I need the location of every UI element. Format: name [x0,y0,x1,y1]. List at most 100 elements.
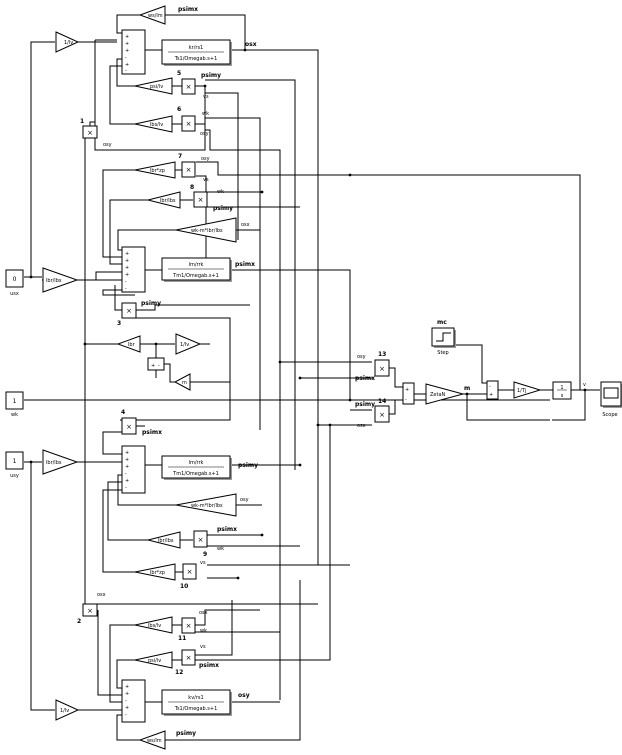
top-feedback-label: psimx [178,6,198,13]
svg-text:ZetaN: ZetaN [430,392,446,398]
svg-text:-: - [125,68,127,74]
gain-m-center[interactable]: m [173,373,191,391]
svg-text:+: + [125,464,129,470]
gain-top-feedback[interactable]: ws/lm [138,5,166,25]
svg-text:lbr/lbs: lbr/lbs [46,278,62,284]
mult-4[interactable]: × [121,417,137,435]
svg-text:lbr/lbs: lbr/lbs [158,538,174,544]
sum-bottom[interactable]: ++ -+ - [121,679,146,723]
svg-text:ws/lm: ws/lm [148,13,163,19]
gain-zeta[interactable]: ZetaN [425,383,465,405]
gain-6[interactable]: lbs/lv [134,115,173,133]
mult-13[interactable]: × [374,359,390,377]
mult-14[interactable]: × [374,405,390,423]
svg-text:osx: osx [97,592,106,598]
gain-7[interactable]: lbr*zp [134,161,176,179]
svg-text:Tm1/Omegab.s+1: Tm1/Omegab.s+1 [172,471,219,477]
sum-top[interactable]: ++ +- +- [121,29,146,75]
sum-mechanical[interactable]: -+ [486,380,499,400]
svg-text:+: + [125,258,129,264]
svg-text:×: × [379,411,385,419]
integrator[interactable]: 1 s [552,381,572,400]
svg-text:1: 1 [560,385,563,391]
svg-text:lm/rrk: lm/rrk [189,262,204,268]
mult-1[interactable]: × [82,125,98,139]
mult-8[interactable]: × [193,191,208,208]
gain-12[interactable]: psi/lv [134,651,173,669]
gain-lower-in[interactable]: lbr/lbs [42,449,79,475]
transfer-fn-upper[interactable]: lm/rrk Tm1/Omegab.s+1 [161,257,232,282]
source-u0[interactable]: 0 usx [5,269,24,297]
mult-10[interactable]: × [182,563,197,580]
step-caption: Step [437,350,448,356]
sum-lower-mid[interactable]: ++ +- +- [121,445,146,494]
svg-text:s: s [561,393,564,399]
bottom-out-label: osy [238,692,250,699]
gain-long-lower[interactable]: wk-m*lbr/lbs [175,493,237,517]
svg-text:1/lv: 1/lv [60,708,69,714]
mult-5[interactable]: × [181,78,196,95]
svg-text:+: + [125,478,129,484]
svg-text:+: + [125,705,129,711]
source-wk[interactable]: 1 wk [5,391,24,418]
gain-5[interactable]: psi/lv [134,77,173,95]
mult-7[interactable]: × [181,161,196,178]
source-u1[interactable]: 1 usy [5,451,24,479]
svg-text:×: × [198,196,204,204]
svg-text:vs: vs [203,94,209,100]
source-u0-label: usx [10,291,19,297]
mult-2[interactable]: × [82,603,98,617]
mult-12[interactable]: × [181,649,196,666]
svg-text:+: + [151,363,155,369]
sum-center[interactable]: +- [147,357,165,371]
svg-text:wk-m*lbr/lbs: wk-m*lbr/lbs [191,228,223,234]
gain-upper-in[interactable]: lbr/lbs [42,267,79,293]
svg-text:-: - [125,471,127,477]
gain-inv-lv[interactable]: 1/lv [175,333,202,355]
svg-text:osx: osx [199,610,208,616]
gain-tj[interactable]: 1/Tj [513,381,542,399]
svg-text:×: × [379,365,385,373]
svg-text:wk: wk [217,546,224,552]
gain-8[interactable]: lbr/lbs [147,191,181,209]
mult-5-label: psimy [201,72,221,79]
sum-torque[interactable]: +- [402,382,415,405]
svg-text:+: + [489,392,493,398]
svg-text:Ts1/Omegab.s+1: Ts1/Omegab.s+1 [174,706,218,712]
mult-6-number: 6 [177,106,181,113]
svg-text:lbr*zp: lbr*zp [150,570,165,576]
svg-text:lbs/lv: lbs/lv [148,623,161,629]
mult-14-label: psimy [355,401,375,408]
step-block[interactable] [431,327,456,348]
gain-bottom-feedback[interactable]: ws/lm [138,730,166,750]
gain-long-upper[interactable]: wk-m*lbr/lbs [175,217,237,243]
gain-11[interactable]: lbs/lv [134,616,173,634]
gain-lbr[interactable]: lbr [116,335,141,353]
svg-text:+: + [125,48,129,54]
mult-11[interactable]: × [181,617,196,634]
mult-6[interactable]: × [181,115,196,132]
svg-text:-: - [125,698,127,704]
svg-text:+: + [125,684,129,690]
gain-9[interactable]: lbr/lbs [147,531,181,549]
svg-text:×: × [87,129,93,137]
svg-text:×: × [187,568,193,576]
svg-text:-: - [405,397,407,403]
gain-10[interactable]: lbr*zp [134,563,176,581]
svg-text:vs: vs [200,560,206,566]
transfer-fn-top[interactable]: kr/rs1 Ts1/Omegab.s+1 [161,39,232,66]
svg-text:+: + [125,457,129,463]
transfer-fn-bottom[interactable]: kv/rs1 Ts1/Omegab.s+1 [161,689,232,716]
svg-text:+: + [125,691,129,697]
mult-9[interactable]: × [193,530,208,548]
svg-text:+: + [125,272,129,278]
scope-block[interactable] [600,381,622,408]
svg-text:osx: osx [357,423,366,429]
mult-2-number: 2 [77,618,81,625]
svg-text:+: + [125,450,129,456]
mult-3[interactable]: × [121,302,137,319]
sum-upper-mid[interactable]: ++ ++ -- [121,246,146,293]
gain-top-in[interactable]: 1/lv [55,31,80,53]
transfer-fn-lower[interactable]: lm/rrk Tm1/Omegab.s+1 [161,455,232,480]
gain-bottom-in[interactable]: 1/lv [55,699,80,721]
